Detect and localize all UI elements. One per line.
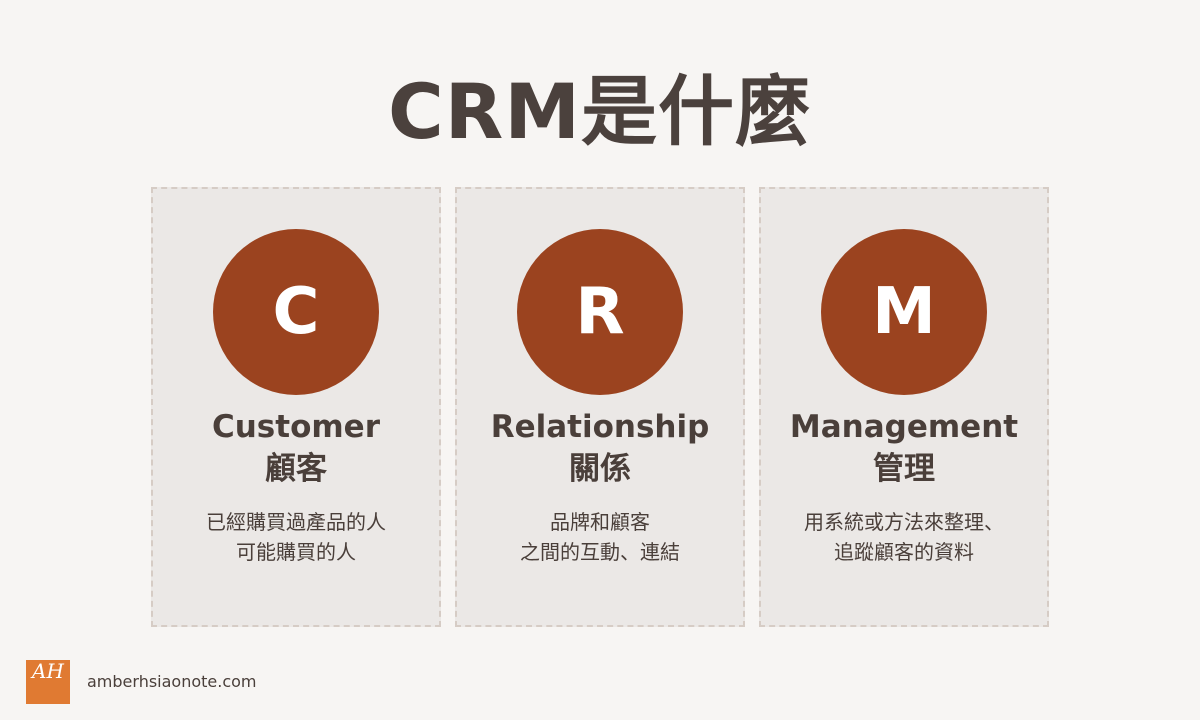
page-title: CRM是什麼	[388, 67, 812, 156]
description-line: 已經購買過產品的人	[206, 510, 386, 534]
card-english-title: Customer	[211, 409, 380, 445]
card-description: 品牌和顧客 之間的互動、連結	[457, 507, 743, 567]
card-english-title: Relationship	[490, 409, 710, 445]
logo-lettering: AH	[32, 659, 64, 683]
card-management: M Management 管理 用系統或方法來整理、 追蹤顧客的資料	[759, 187, 1049, 627]
letter-circle: M	[821, 229, 987, 395]
card-chinese-title: 管理	[873, 451, 935, 487]
card-customer: C Customer 顧客 已經購買過產品的人 可能購買的人	[151, 187, 441, 627]
card-english-title: Management	[789, 409, 1019, 445]
card-relationship: R Relationship 關係 品牌和顧客 之間的互動、連結	[455, 187, 745, 627]
card-chinese-title: 顧客	[265, 451, 327, 487]
card-description: 用系統或方法來整理、 追蹤顧客的資料	[761, 507, 1047, 567]
brand-logo: AH	[26, 660, 70, 704]
description-line: 之間的互動、連結	[520, 540, 680, 564]
description-line: 品牌和顧客	[550, 510, 650, 534]
letter-circle: R	[517, 229, 683, 395]
card-description: 已經購買過產品的人 可能購買的人	[153, 507, 439, 567]
description-line: 可能購買的人	[236, 540, 356, 564]
site-url: amberhsiaonote.com	[87, 672, 257, 691]
letter-circle: C	[213, 229, 379, 395]
description-line: 用系統或方法來整理、	[804, 510, 1004, 534]
description-line: 追蹤顧客的資料	[834, 540, 974, 564]
card-chinese-title: 關係	[569, 451, 631, 487]
